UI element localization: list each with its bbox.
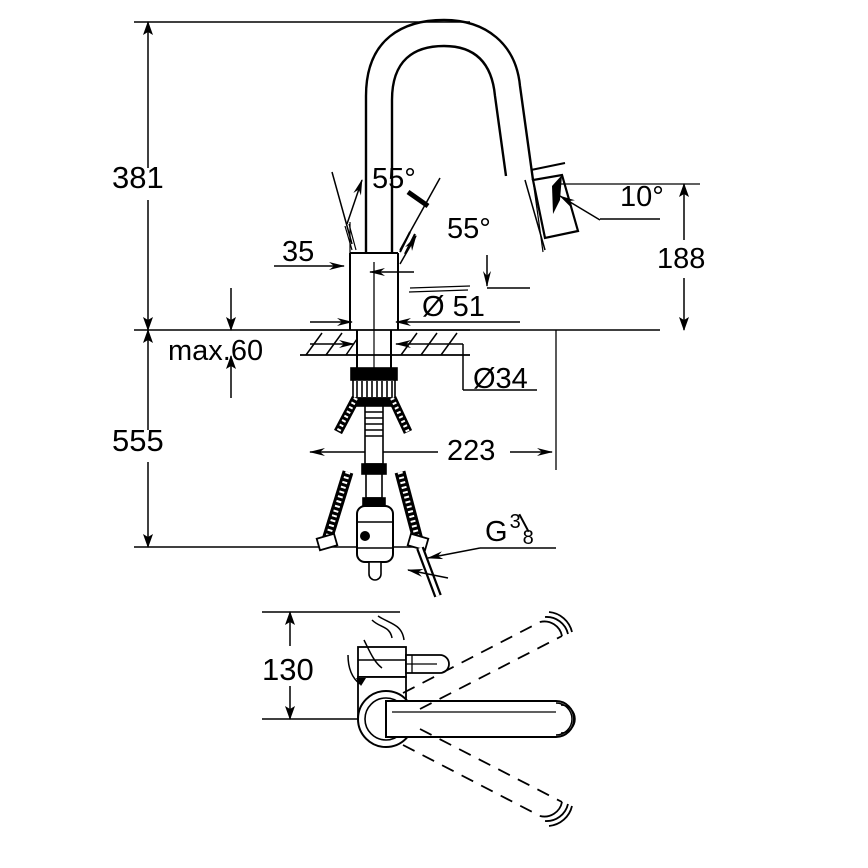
mounting-assembly [350,367,398,581]
dimension-label-plan-view-height: 130 [262,652,314,687]
countertop [300,329,470,356]
thread-label-leader [427,547,556,560]
dimension-label-body-diameter: Ø 51 [422,291,485,323]
angle-55-left-leader [331,171,363,251]
thread-label-prefix: G [485,516,508,548]
faucet-body [349,252,399,368]
flexible-hoses [315,395,442,598]
plan-view [347,611,576,827]
dimension-label-counter-thickness: max.60 [168,335,264,367]
dimension-label-lever-angle-left: 55° [372,163,416,195]
angle-10-leader [524,179,660,253]
dimension-d51 [310,268,520,326]
dimension-label-hose-length: 223 [447,435,496,467]
dimension-188 [560,183,700,331]
dimension-label-spray-tilt-angle: 10° [620,181,664,213]
spout-gooseneck [364,18,535,253]
angle-55-second-leader [408,255,530,293]
angle-55-right-leader [399,177,441,265]
spray-head [530,162,580,240]
dimension-label-spout-reach-height: 188 [657,243,706,275]
dimension-label-lever-angle-right: 55° [447,213,491,245]
hose-pointer [407,569,449,579]
dimension-d34 [310,340,537,391]
thread-denominator: 8 [522,527,534,549]
dimension-label-below-counter: 555 [112,423,164,458]
dimension-label-mount-hole-diameter: Ø34 [473,363,528,395]
dimension-35 [274,222,351,272]
thread-numerator: 3 [509,511,521,533]
dimension-label-total-height: 381 [112,160,164,195]
dimension-223 [309,330,557,470]
dimension-label-lever-offset: 35 [282,236,315,268]
